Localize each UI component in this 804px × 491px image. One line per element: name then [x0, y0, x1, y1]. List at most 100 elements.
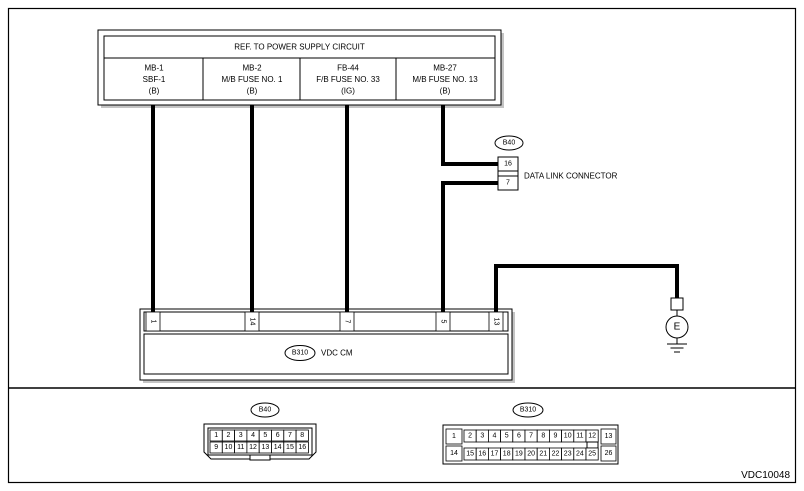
b40-view-pin-2: 2 — [221, 429, 236, 442]
b310-view-pin-1: 1 — [445, 428, 463, 445]
data-link-connector-body — [497, 156, 519, 191]
pin-cell — [295, 441, 309, 454]
pin-cell — [244, 311, 260, 332]
pin-number: 8 — [541, 433, 545, 440]
pin-number: 1 — [452, 433, 456, 440]
power-supply-column-4: MB-27 M/B FUSE NO. 13 (B) — [412, 64, 478, 96]
b310-view-pin-2: 2 — [463, 429, 477, 443]
pin-number: 17 — [491, 451, 499, 458]
vdc-cm-unit: B310 VDC CM — [139, 308, 515, 383]
b40-connector-badge: B40 — [494, 135, 524, 151]
b310-view-pin-11: 11 — [573, 429, 587, 443]
dlc-pin-7: 7 — [506, 180, 510, 187]
pin-number: 26 — [605, 450, 613, 457]
pin-cell — [435, 311, 451, 332]
b310-view-pin-7: 7 — [524, 429, 538, 443]
b310-view-pin-9: 9 — [549, 429, 563, 443]
b310-view-pin-15: 15 — [463, 447, 477, 461]
b310-view-pin-24: 24 — [573, 447, 587, 461]
b40-view-badge: B40 — [250, 402, 280, 418]
pin-number: 21 — [539, 451, 547, 458]
b310-view-pin-19: 19 — [512, 447, 526, 461]
pin-number: 2 — [468, 433, 472, 440]
pin-number: 25 — [588, 451, 596, 458]
b310-view-pin-5: 5 — [500, 429, 514, 443]
b310-connector-view: B310 1 14 2 3 4 5 6 7 8 9 10 11 12 15 16… — [442, 402, 619, 465]
b40-connector-view: B40 1 2 3 4 5 6 7 8 9 10 11 12 13 14 15 … — [203, 402, 317, 461]
ground-symbol-icon — [667, 343, 687, 353]
b310-view-pin-23: 23 — [561, 447, 575, 461]
pin-number: 10 — [564, 433, 572, 440]
b310-view-pin-26: 26 — [600, 445, 617, 462]
pin-number: 5 — [505, 433, 509, 440]
fuse-source-label: MB-1 — [144, 64, 164, 73]
fuse-name-label: M/B FUSE NO. 13 — [412, 75, 478, 84]
pin-number: 7 — [529, 433, 533, 440]
fuse-source-label: FB-44 — [337, 64, 359, 73]
b310-view-pin-18: 18 — [500, 447, 514, 461]
pin-number: 4 — [493, 433, 497, 440]
figure-code: VDC10048 — [741, 470, 790, 481]
pin-number: 8 — [300, 432, 304, 439]
b310-view-pin-3: 3 — [475, 429, 489, 443]
connector-badge-text: B310 — [520, 407, 536, 414]
pin-cell — [488, 311, 504, 332]
ground-terminal-block — [670, 297, 684, 311]
pin-number: 4 — [251, 432, 255, 439]
b40-housing — [203, 423, 317, 460]
pin-number: 11 — [576, 433, 583, 440]
pin-number: 16 — [478, 451, 486, 458]
pin-number: 13 — [493, 318, 500, 326]
pin-cell — [445, 428, 463, 445]
pin-number: 23 — [564, 451, 572, 458]
fuse-name-label: SBF-1 — [143, 75, 166, 84]
vdc-cm-label: VDC CM — [321, 349, 353, 358]
pin-number: 9 — [214, 444, 218, 451]
b40-view-pin-12: 12 — [246, 441, 260, 454]
pin-number: 3 — [480, 433, 484, 440]
b310-view-pin-13: 13 — [600, 428, 617, 445]
pin-number: 19 — [515, 451, 523, 458]
connector-badge-text: B310 — [292, 350, 308, 357]
supply-type-label: (B) — [440, 87, 451, 96]
b40-view-pin-14: 14 — [271, 441, 285, 454]
pin-number: 2 — [226, 432, 230, 439]
vdc-cm-pin-13: 13 — [488, 311, 504, 332]
b40-view-pin-8: 8 — [295, 429, 309, 442]
b40-view-pin-4: 4 — [246, 429, 260, 442]
b40-view-pin-7: 7 — [283, 429, 297, 442]
pin-number: 16 — [298, 444, 306, 451]
supply-type-label: (B) — [149, 87, 160, 96]
pin-cell — [295, 429, 309, 442]
b40-view-pin-13: 13 — [258, 441, 272, 454]
pin-number: 10 — [225, 444, 233, 451]
b310-view-pin-4: 4 — [487, 429, 501, 443]
pin-number: 5 — [440, 320, 447, 324]
b310-view-pin-12: 12 — [585, 429, 599, 443]
b310-view-pin-6: 6 — [512, 429, 526, 443]
fuse-name-label: M/B FUSE NO. 1 — [222, 75, 283, 84]
pin-number: 6 — [517, 433, 521, 440]
pin-number: 20 — [527, 451, 535, 458]
pin-number: 3 — [239, 432, 243, 439]
b310-view-pin-14: 14 — [445, 445, 463, 462]
b40-view-pin-1: 1 — [209, 429, 223, 442]
ground-label: E — [674, 322, 681, 333]
pin-number: 12 — [588, 433, 596, 440]
b310-view-badge: B310 — [512, 402, 544, 418]
pin-cell — [145, 311, 161, 332]
supply-type-label: (IG) — [341, 87, 355, 96]
b310-view-pin-25: 25 — [585, 447, 599, 461]
b310-view-pin-8: 8 — [536, 429, 550, 443]
vdc-cm-pin-1: 1 — [145, 311, 161, 332]
b310-view-pin-22: 22 — [549, 447, 563, 461]
connector-badge-text: B40 — [259, 407, 272, 414]
b310-view-pin-16: 16 — [475, 447, 489, 461]
pin-number: 18 — [503, 451, 511, 458]
vdc-cm-body — [143, 333, 509, 375]
pin-number: 13 — [605, 433, 613, 440]
connector-badge-outline — [494, 135, 524, 151]
pin-cell — [585, 447, 599, 461]
pin-number: 11 — [237, 444, 244, 451]
